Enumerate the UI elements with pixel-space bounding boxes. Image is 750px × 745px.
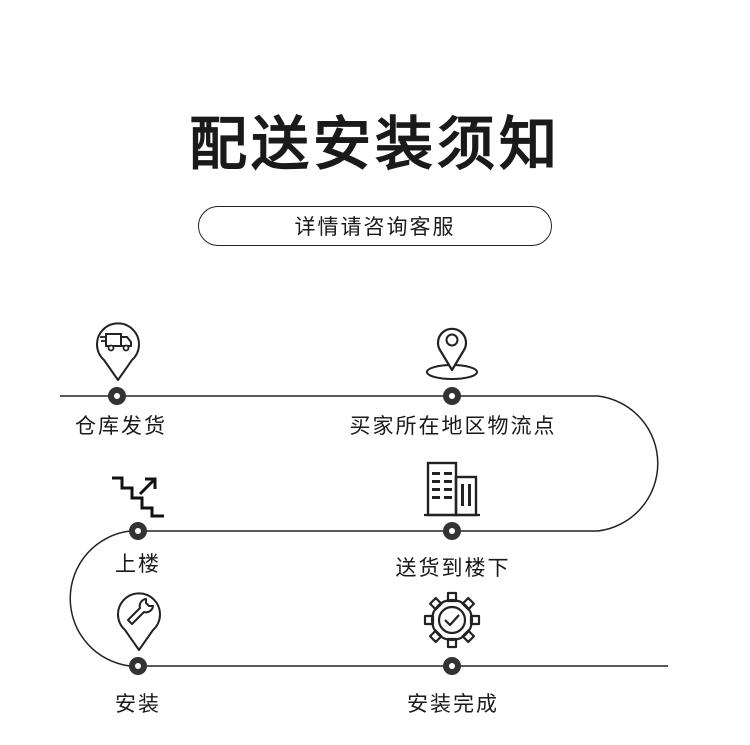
page-title: 配送安装须知 bbox=[188, 110, 561, 178]
gear-check-icon bbox=[423, 591, 481, 649]
route-dot-complete bbox=[443, 657, 461, 675]
step-label-downstairs: 送货到楼下 bbox=[395, 556, 511, 580]
route-dot-install bbox=[129, 657, 147, 675]
route-line bbox=[60, 395, 668, 667]
delivery-truck-icon bbox=[96, 322, 140, 381]
route-dot-downstairs bbox=[443, 522, 461, 540]
step-label-logistics: 买家所在地区物流点 bbox=[349, 414, 557, 438]
route-dot-logistics bbox=[443, 387, 461, 405]
step-label-upstairs: 上楼 bbox=[115, 552, 161, 576]
stairs-up-icon bbox=[112, 476, 164, 518]
step-label-install: 安装 bbox=[115, 692, 161, 716]
step-label-warehouse: 仓库发货 bbox=[75, 414, 167, 438]
route-dot-upstairs bbox=[129, 522, 147, 540]
wrench-icon bbox=[117, 592, 161, 651]
contact-service-button[interactable]: 详情请咨询客服 bbox=[198, 206, 552, 246]
route-dot-warehouse bbox=[108, 387, 126, 405]
building-icon bbox=[424, 461, 480, 517]
location-pin-icon bbox=[426, 327, 478, 380]
step-label-complete: 安装完成 bbox=[407, 692, 499, 716]
